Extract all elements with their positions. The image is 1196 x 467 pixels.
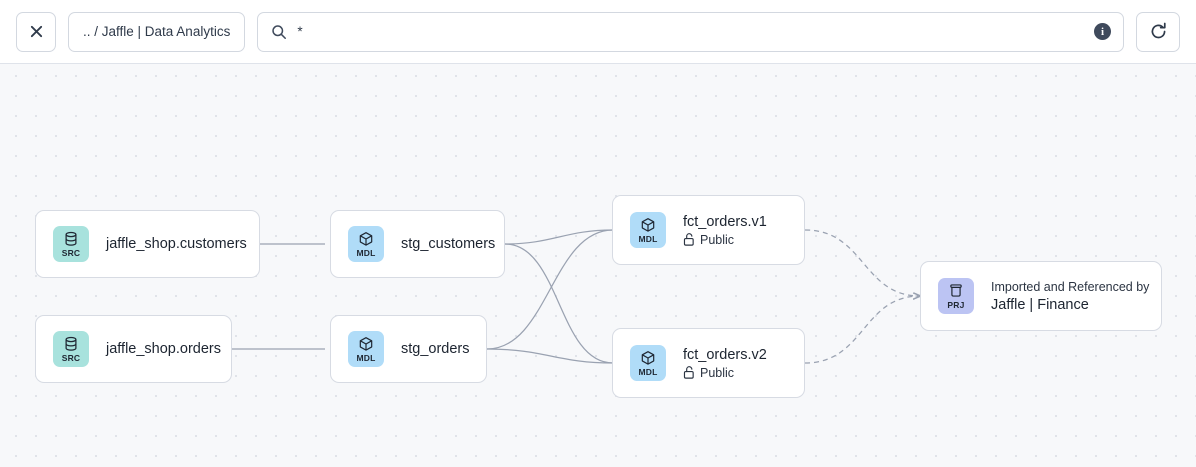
edge-stg-customers-fct-v2 — [504, 243, 614, 364]
refresh-icon — [1151, 22, 1166, 39]
node-text-stack: fct_orders.v1 Public — [683, 214, 767, 247]
node-label: fct_orders.v2 — [683, 346, 767, 363]
mdl-badge: MDL — [630, 345, 666, 381]
node-label: stg_customers — [401, 236, 496, 252]
database-icon — [65, 336, 77, 351]
top-toolbar: .. / Jaffle | Data Analytics i — [0, 0, 1196, 64]
node-stg-customers[interactable]: MDL stg_customers — [330, 210, 505, 278]
node-label: fct_orders.v1 — [683, 213, 767, 230]
node-label: Jaffle | Finance — [991, 296, 1089, 313]
cube-icon — [359, 337, 373, 351]
node-src-orders[interactable]: SRC jaffle_shop.orders — [35, 315, 232, 383]
node-label: stg_orders — [401, 341, 470, 357]
prj-badge: PRJ — [938, 278, 974, 314]
edge-stg-orders-fct-v2 — [486, 348, 614, 364]
edge-stg-customers-fct-v1 — [504, 229, 614, 245]
node-caption: Imported and Referenced by — [991, 279, 1150, 294]
cube-icon — [641, 218, 655, 232]
unlock-icon — [683, 366, 694, 379]
access-label: Public — [700, 232, 735, 247]
node-text-stack: Imported and Referenced by Jaffle | Fina… — [991, 280, 1149, 313]
access-row: Public — [683, 233, 767, 247]
database-icon — [65, 231, 77, 246]
src-badge: SRC — [53, 331, 89, 367]
breadcrumb[interactable]: .. / Jaffle | Data Analytics — [68, 11, 246, 52]
mdl-badge-label: MDL — [356, 352, 376, 363]
mdl-badge: MDL — [348, 331, 384, 367]
breadcrumb-label: .. / Jaffle | Data Analytics — [83, 24, 231, 39]
node-prj-finance[interactable]: PRJ Imported and Referenced by Jaffle | … — [920, 261, 1162, 331]
src-badge-label: SRC — [61, 352, 81, 363]
search-icon — [272, 24, 287, 39]
search-bar[interactable]: i — [257, 11, 1124, 52]
src-badge-label: SRC — [61, 247, 81, 258]
node-src-customers[interactable]: SRC jaffle_shop.customers — [35, 210, 260, 278]
node-text-stack: fct_orders.v2 Public — [683, 347, 767, 380]
lineage-canvas[interactable]: SRC jaffle_shop.customers SRC jaffle_sho… — [0, 64, 1196, 467]
info-icon-label: i — [1100, 25, 1105, 38]
prj-badge-label: PRJ — [947, 299, 965, 310]
cube-icon — [641, 351, 655, 365]
mdl-badge-label: MDL — [638, 366, 658, 377]
edge-fct-v1-prj-finance — [804, 229, 920, 296]
edge-fct-v2-prj-finance — [804, 296, 920, 364]
cube-icon — [359, 232, 373, 246]
access-row: Public — [683, 366, 767, 380]
src-badge: SRC — [53, 226, 89, 262]
mdl-badge: MDL — [348, 226, 384, 262]
edge-stg-orders-fct-v1 — [486, 229, 614, 350]
access-label: Public — [700, 365, 735, 380]
mdl-badge-label: MDL — [356, 247, 376, 258]
mdl-badge-label: MDL — [638, 233, 658, 244]
node-fct-orders-v1[interactable]: MDL fct_orders.v1 Public — [612, 195, 805, 265]
node-label: jaffle_shop.customers — [106, 236, 247, 252]
mdl-badge: MDL — [630, 212, 666, 248]
node-stg-orders[interactable]: MDL stg_orders — [330, 315, 487, 383]
info-icon[interactable]: i — [1094, 23, 1111, 40]
refresh-button[interactable] — [1136, 11, 1180, 52]
archive-box-icon — [950, 284, 962, 297]
close-icon — [30, 25, 42, 38]
node-label: jaffle_shop.orders — [106, 341, 222, 357]
search-input[interactable] — [297, 12, 1084, 51]
close-button[interactable] — [16, 11, 56, 52]
unlock-icon — [683, 233, 694, 246]
node-fct-orders-v2[interactable]: MDL fct_orders.v2 Public — [612, 328, 805, 398]
edge-layer — [232, 229, 1196, 364]
